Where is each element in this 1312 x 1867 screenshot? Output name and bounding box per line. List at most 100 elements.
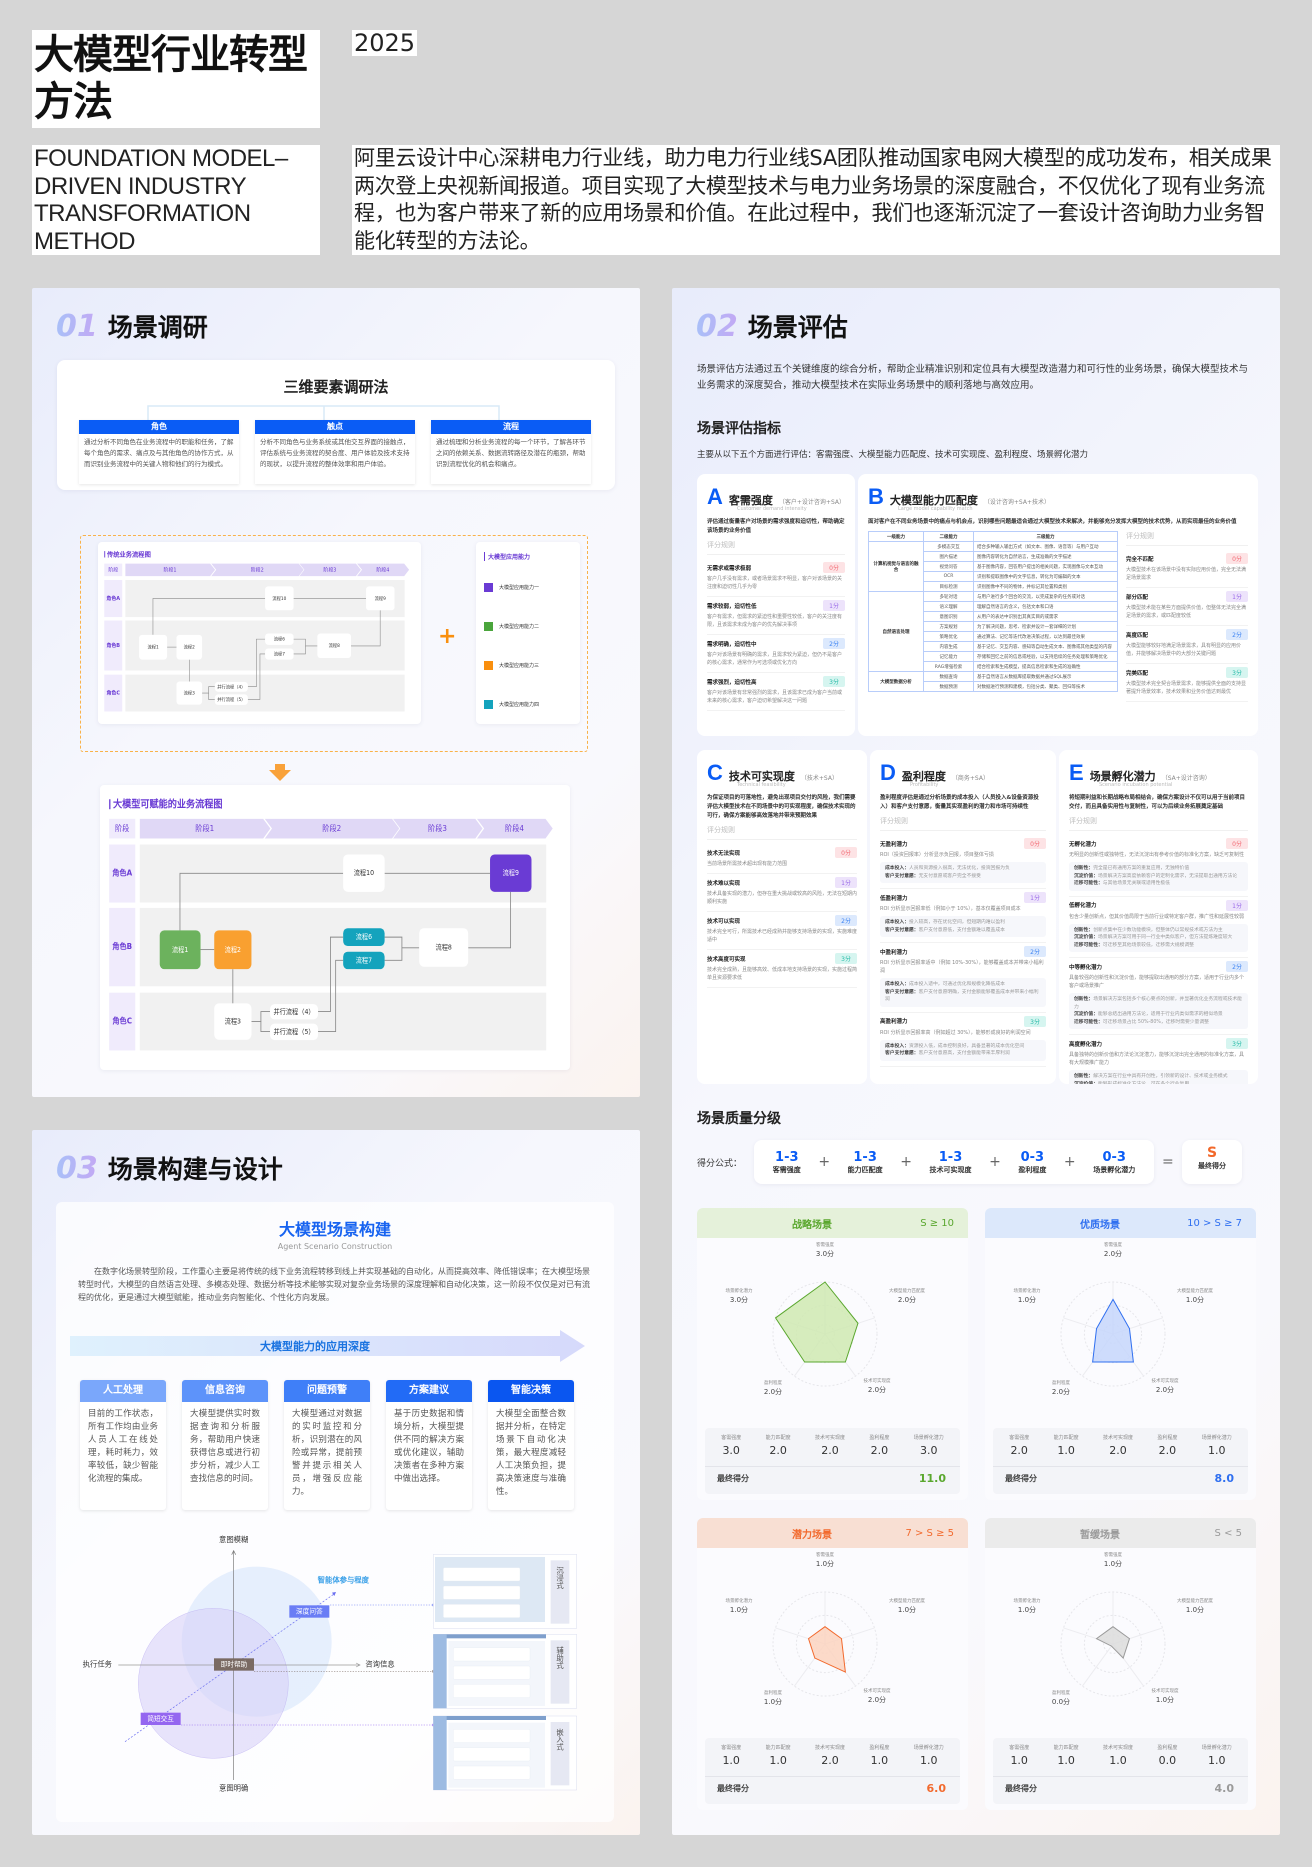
detail-label: 客户支付意愿： bbox=[885, 989, 919, 995]
score-label: 场景孵化潜力 bbox=[1201, 1435, 1232, 1441]
metric-title: 客需强度 bbox=[728, 494, 773, 507]
flow-connector bbox=[318, 959, 344, 1032]
rule-details: 成本投入：资源投入低，成本控制良好，具备显著的成本优化空间客户支付意愿：客户支付… bbox=[880, 1039, 1046, 1061]
stage-label: 阶段 bbox=[115, 823, 130, 833]
element-text: 通过分析不同角色在业务流程中的职能和任务，了解每个角色的需求、痛点及与其他角色的… bbox=[84, 438, 234, 468]
score-value: 3.0 bbox=[722, 1444, 740, 1457]
rule-name: 部分匹配 bbox=[1126, 594, 1149, 601]
formula-range: 0-3 bbox=[1020, 1149, 1045, 1165]
interaction-mode-diagram: 意图模糊意图明确执行任务咨询信息智能体参与程度深度问答即时帮助简短交互沉浸式辅助… bbox=[83, 1535, 577, 1792]
grade-condition: S ≥ 10 bbox=[920, 1217, 954, 1229]
interaction-tag bbox=[140, 1712, 181, 1725]
interaction-tag-label: 简短交互 bbox=[147, 1714, 174, 1723]
detail-text: 客户支付意愿高，支付金额能带来丰厚利润 bbox=[918, 1051, 1010, 1056]
detail-text: 完全是已有通用方案的重复应用，无独特价值 bbox=[1093, 866, 1190, 871]
detail-label: 创新性： bbox=[1074, 927, 1094, 933]
depth-card-text: 目前的工作状态，所有工作均由业务人员人工在线处理，耗时耗力，效率较低，缺少智能化… bbox=[88, 1409, 158, 1484]
flow-connector bbox=[351, 610, 381, 647]
flow-node-label: 并行流程（4） bbox=[217, 683, 245, 690]
radar-axis-label: 盈利程度 bbox=[1052, 1689, 1070, 1696]
rule-description: 具备独特的创新价值和方法论沉淀潜力，能够沉淀出完全通用的标准化方案，具有大规模推… bbox=[1069, 1052, 1245, 1066]
rule-name: 完全不匹配 bbox=[1126, 556, 1154, 563]
stage-name: 阶段4 bbox=[376, 566, 389, 573]
stage-label-cell bbox=[104, 563, 123, 577]
level3-capability: 对数据进行预测和建模，包括分类、聚类、回归等技术 bbox=[973, 681, 1118, 692]
depth-card-text: 大模型提供实时数据查询和分析服务，帮助用户快速获得信息或进行初步分析，减少人工查… bbox=[190, 1409, 260, 1484]
score-value: 1.0 bbox=[1057, 1444, 1075, 1457]
level2-capability: 记忆能力 bbox=[923, 651, 974, 662]
level2-capability: 目标检测 bbox=[923, 581, 974, 592]
thumb-block bbox=[453, 1765, 531, 1780]
interaction-tag-label: 深度问答 bbox=[296, 1607, 323, 1616]
formula-range: 1-3 bbox=[853, 1149, 877, 1165]
flow-node-label: 流程9 bbox=[375, 595, 386, 602]
rule-description: ROI 分析显示回报率高（例如超过 30%），能够形成良好的利润空间 bbox=[880, 1029, 1031, 1036]
formula-range: 0-3 bbox=[1102, 1149, 1126, 1165]
flowchart-title: 大模型可赋能的业务流程图 bbox=[113, 798, 222, 811]
thumb-block bbox=[453, 1684, 531, 1698]
radar-value-label: 3.0分 bbox=[816, 1249, 834, 1258]
radar-value-label: 2.0分 bbox=[898, 1295, 916, 1304]
flow-node-label: 并行流程（4） bbox=[273, 1007, 314, 1016]
role-label: 角色C bbox=[107, 690, 121, 697]
rule-details: 成本投入：成本投入适中，可通过优化和规模化降低成本客户支付意愿：客户支付意愿明确… bbox=[880, 978, 1046, 1007]
grade-condition: S < 5 bbox=[1214, 1527, 1242, 1539]
down-arrow-icon bbox=[269, 764, 291, 781]
legend-label: 大模型应用能力一 bbox=[499, 585, 540, 591]
legend-label: 大模型应用能力四 bbox=[499, 702, 540, 708]
table-row: 大模型数据分析数据查询基于自然语言从数据库提取数据并通过SQL展示 bbox=[868, 671, 1118, 692]
radar-area bbox=[1092, 1298, 1134, 1363]
rule-name: 需求较弱，迫切性低 bbox=[707, 603, 757, 610]
title-bar bbox=[109, 799, 111, 810]
role-label: 角色A bbox=[106, 595, 120, 602]
radar-axis-label: 客需强度 bbox=[816, 1552, 834, 1558]
radar-axis-label: 场景孵化潜力 bbox=[1014, 1287, 1041, 1294]
legend-swatch bbox=[484, 622, 493, 631]
score-value: 1.0 bbox=[870, 1754, 889, 1767]
arrow-head-icon bbox=[332, 1592, 336, 1596]
legend-label: 大模型应用能力二 bbox=[499, 624, 540, 630]
mode-label-bg bbox=[550, 1640, 570, 1704]
intro-paragraph: 阿里云设计中心深耕电力行业线，助力电力行业线SA团队推动国家电网大模型的成功发布… bbox=[352, 145, 1280, 255]
grade-name: 暂缓场景 bbox=[1080, 1529, 1120, 1541]
detail-text: 投入较高，存在优化空间，但短期内难以盈利 bbox=[909, 920, 1005, 925]
radar-axis-label: 大模型能力匹配度 bbox=[889, 1287, 925, 1294]
level3-capability: 与用户进行多个回合的交流，以完成复杂的任务或对话 bbox=[973, 591, 1118, 602]
thumb-block bbox=[453, 1647, 531, 1662]
score-value: 1.0 bbox=[1057, 1754, 1075, 1767]
capability-table: 一级能力二级能力三级能力计算机视觉与语言的融合多模态交互结合多种输入输出方式（如… bbox=[868, 531, 1118, 692]
thumb-sidebar bbox=[433, 1634, 447, 1709]
level3-capability: 为了解决问题，思考、检索并设计一套详细的计划 bbox=[973, 621, 1118, 632]
rule-description: 技术具备实现的潜力，但存在重大挑战或较高的风险，无法在短期内顺利实施 bbox=[707, 891, 858, 905]
stage-label-cell bbox=[109, 818, 136, 839]
flow-node-label: 流程3 bbox=[184, 690, 195, 697]
three-element-card: 三维要素调研法 角色通过分析不同角色在业务流程中的职能和任务，了解每个角色的需求… bbox=[57, 360, 615, 490]
metric-description: 评估通过衡量客户对场景的需求强度和迫切性，帮助确定该场景的业务价值 bbox=[707, 519, 845, 534]
axis-label-diagonal: 智能体参与程度 bbox=[318, 1576, 370, 1585]
title-bar bbox=[104, 551, 106, 558]
rules-title: 评分规则 bbox=[1069, 816, 1248, 831]
depth-card: 方案建议基于历史数据和情境分析，大模型提供不同的解决方案或优化建议，辅助决策者在… bbox=[386, 1380, 472, 1510]
grading-title: 场景质量分级 bbox=[697, 1111, 781, 1127]
rule-name: 低孵化潜力 bbox=[1069, 903, 1097, 909]
rule-name: 高盈利潜力 bbox=[880, 1019, 908, 1025]
rule-description: 技术完全可行，所需技术已经成熟并能够支持场景的实现，实施难度适中 bbox=[707, 929, 858, 943]
rule-details: 创新性：解决方案在行业中具有开创性，引领新的设计、技术或业务模式沉淀价值：能够形… bbox=[1069, 1070, 1248, 1084]
rule-description: 客户对该场景有明确的需求，且需求较为紧迫，但仍不是客户的核心需求，通常作为可选项… bbox=[707, 652, 843, 666]
depth-card-text: 基于历史数据和情境分析，大模型提供不同的解决方案或优化建议，辅助决策者在多种方案… bbox=[394, 1409, 464, 1484]
detail-text: 成本投入适中，可通过优化和规模化降低成本 bbox=[909, 982, 1005, 987]
score-badge: 3分 bbox=[1226, 1038, 1248, 1049]
flow-connector bbox=[260, 1021, 271, 1032]
